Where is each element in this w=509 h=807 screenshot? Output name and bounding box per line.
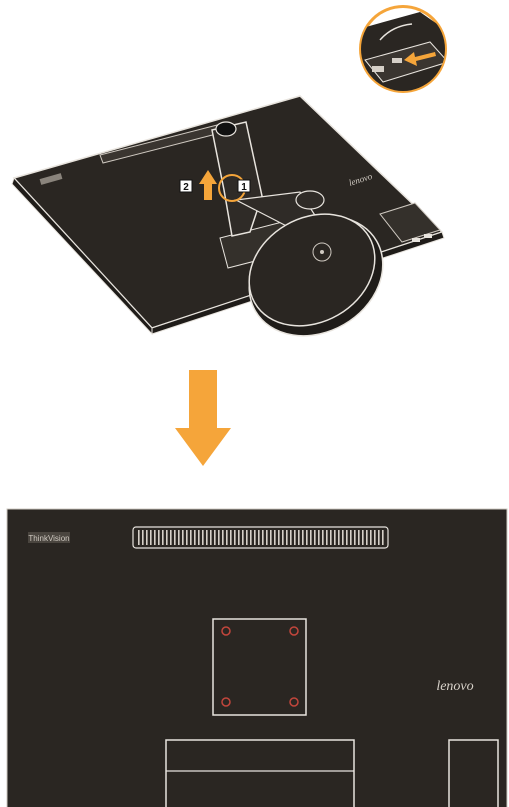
vent-slat	[350, 530, 352, 545]
vent-slat	[322, 530, 324, 545]
vent-slat	[306, 530, 308, 545]
vent-slat	[194, 530, 196, 545]
thinkvision-logo-text: ThinkVision	[28, 534, 69, 543]
vent-slat	[314, 530, 316, 545]
stand-joint	[296, 191, 324, 209]
vent-slat	[142, 530, 144, 545]
vent-slat	[330, 530, 332, 545]
vent-slat	[278, 530, 280, 545]
vent-slat	[198, 530, 200, 545]
vent-slat	[270, 530, 272, 545]
vent-slat	[214, 530, 216, 545]
vent-slat	[354, 530, 356, 545]
vent-slat	[174, 530, 176, 545]
vent-slat	[254, 530, 256, 545]
vent-slat	[150, 530, 152, 545]
vent-slat	[242, 530, 244, 545]
monitor-without-stand: ThinkVision lenovo	[7, 509, 507, 807]
arrow-down-icon	[175, 370, 231, 466]
vent-slat	[346, 530, 348, 545]
step-1-label: 1	[241, 182, 247, 193]
vent-slat	[286, 530, 288, 545]
vent-slat	[162, 530, 164, 545]
base-hole	[320, 250, 324, 254]
vent-slat	[302, 530, 304, 545]
vent-slat	[358, 530, 360, 545]
vent-slat	[378, 530, 380, 545]
vent-slat	[258, 530, 260, 545]
vent-slat	[366, 530, 368, 545]
vent-slat	[362, 530, 364, 545]
vent-slat	[382, 530, 384, 545]
vent-slat	[294, 530, 296, 545]
vent-slat	[266, 530, 268, 545]
vent-slat	[334, 530, 336, 545]
vent-slat	[186, 530, 188, 545]
callout-zoom	[355, 5, 460, 100]
vent-slat	[218, 530, 220, 545]
vent-grille	[133, 527, 388, 548]
vent-slat	[342, 530, 344, 545]
vent-slat	[246, 530, 248, 545]
vent-slat	[274, 530, 276, 545]
vent-slat	[338, 530, 340, 545]
vent-slat	[154, 530, 156, 545]
vent-slat	[374, 530, 376, 545]
vent-slat	[182, 530, 184, 545]
vent-slat	[318, 530, 320, 545]
vent-slat	[230, 530, 232, 545]
vent-slat	[226, 530, 228, 545]
vent-slat	[290, 530, 292, 545]
vent-slat	[250, 530, 252, 545]
lenovo-logo: lenovo	[436, 679, 473, 694]
vent-slat	[222, 530, 224, 545]
vent-slat	[262, 530, 264, 545]
vent-slat	[370, 530, 372, 545]
vesa-mount-plate	[213, 619, 306, 715]
side-port-panel	[449, 740, 498, 807]
vent-slat	[234, 530, 236, 545]
vent-slat	[298, 530, 300, 545]
vent-slat	[166, 530, 168, 545]
stand-hinge	[216, 122, 236, 136]
vent-slat	[326, 530, 328, 545]
port	[412, 238, 420, 242]
vent-slat	[238, 530, 240, 545]
vent-slat	[282, 530, 284, 545]
vent-slat	[178, 530, 180, 545]
vent-slat	[310, 530, 312, 545]
bottom-bay	[166, 740, 354, 807]
vent-slat	[190, 530, 192, 545]
vent-slat	[138, 530, 140, 545]
vent-slat	[206, 530, 208, 545]
monitor-with-stand: lenovo 2 1	[12, 96, 444, 359]
vent-slat	[158, 530, 160, 545]
vent-slat	[146, 530, 148, 545]
vent-slat	[170, 530, 172, 545]
port	[424, 234, 432, 238]
step-2-label: 2	[183, 182, 189, 193]
vent-slat	[202, 530, 204, 545]
vent-slat	[210, 530, 212, 545]
